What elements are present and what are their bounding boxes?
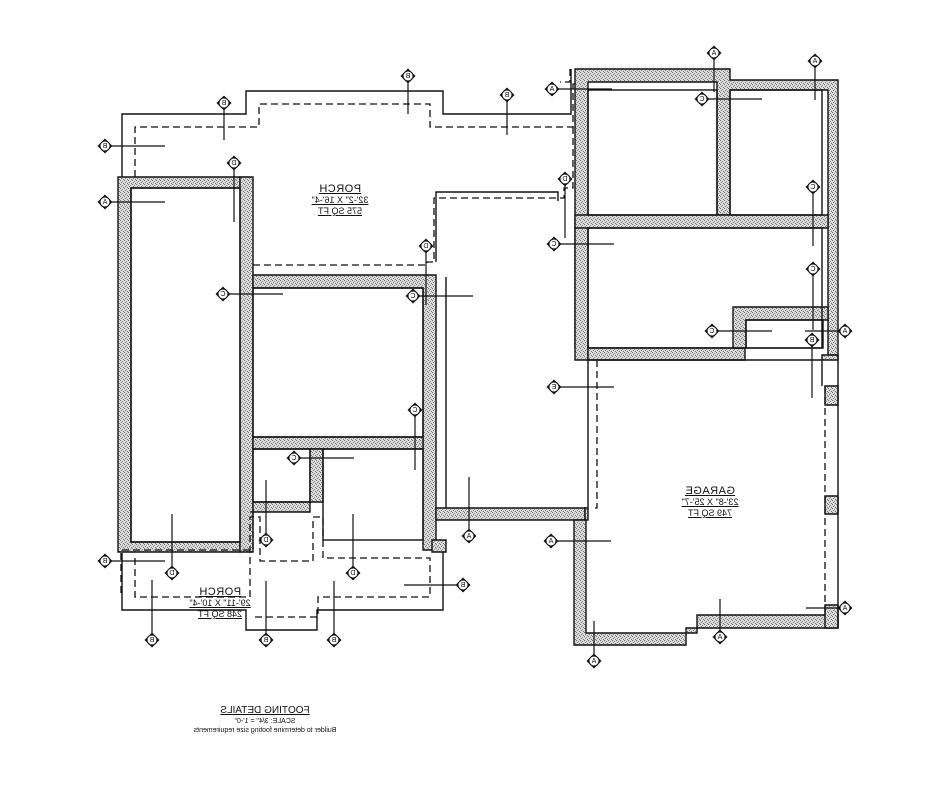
footing-tag-b: B <box>216 95 232 140</box>
tag-letter: D <box>350 570 355 577</box>
footing-tag-c: C <box>704 323 772 339</box>
notes-scale: SCALE: 3/4" = 1'-0" <box>234 718 296 725</box>
tag-letter: A <box>548 538 553 545</box>
tag-letter: B <box>102 558 107 565</box>
footing-tag-d: D <box>164 514 180 581</box>
footing-tag-d: D <box>258 480 274 548</box>
footing-tag-c: C <box>215 286 283 302</box>
footing-tag-a: A <box>544 81 612 97</box>
footing-tag-d: D <box>345 514 361 581</box>
tag-letter: C <box>291 455 296 462</box>
tag-letter: B <box>149 637 154 644</box>
footing-tag-a: A <box>806 600 853 616</box>
left-wing-walls <box>117 176 254 553</box>
tag-letter: A <box>842 328 847 335</box>
footing-tag-c: C <box>407 402 423 470</box>
room-dimensions: 32'-2" X 16'-4" <box>311 195 369 205</box>
footing-tag-b: B <box>258 581 274 648</box>
footing-tag-d: D <box>226 155 242 222</box>
footing-tag-b: B <box>97 553 165 569</box>
tag-letter: B <box>460 582 465 589</box>
footing-tag-c: C <box>405 288 473 304</box>
room-dimensions: 23'-8" X 25'-7" <box>681 497 739 507</box>
room-area: 575 SQ FT <box>318 206 363 216</box>
footing-tag-c: C <box>805 179 821 246</box>
notes-remark: Builder to determine footing size requir… <box>193 727 337 734</box>
footing-tag-c: C <box>286 450 354 466</box>
tag-letter: B <box>504 92 509 99</box>
tag-letter: A <box>842 605 847 612</box>
tag-letter: B <box>102 143 107 150</box>
room-area: 749 SQ FT <box>688 508 733 518</box>
tag-letter: A <box>466 533 471 540</box>
footing-details-note: FOOTING DETAILS SCALE: 3/4" = 1'-0" Buil… <box>150 705 380 735</box>
tag-letter: C <box>410 293 415 300</box>
tag-letter: D <box>169 570 174 577</box>
footing-tag-b: B <box>97 138 165 154</box>
footing-tag-b: B <box>804 332 820 398</box>
tag-letter: B <box>331 637 336 644</box>
footing-tag-a: A <box>543 533 611 549</box>
footing-tag-b: B <box>404 577 471 593</box>
tag-letter: D <box>423 243 428 250</box>
tag-letter: D <box>562 176 567 183</box>
room-name: GARAGE <box>684 485 736 497</box>
tag-letter: B <box>221 100 226 107</box>
room-label-porch-bottom: PORCH 29'-11" X 10'-4" 248 SQ FT <box>160 586 280 620</box>
footing-tag-a: A <box>805 323 853 339</box>
tag-letter: C <box>220 291 225 298</box>
tag-letter: E <box>551 384 556 391</box>
footing-tag-b: B <box>499 87 515 135</box>
tag-letter: B <box>263 637 268 644</box>
tag-letter: A <box>591 658 596 665</box>
room-name: PORCH <box>318 183 362 195</box>
footing-tag-c: C <box>546 236 614 252</box>
tag-letter: C <box>412 407 417 414</box>
footing-tag-a: A <box>586 621 602 669</box>
footing-tag-a: A <box>807 53 823 100</box>
tag-letter: C <box>810 266 815 273</box>
tag-letter: A <box>549 86 554 93</box>
tag-letter: D <box>231 160 236 167</box>
tag-letter: C <box>810 184 815 191</box>
porch-top-outline <box>121 69 583 266</box>
porch-bottom-outline <box>120 511 444 631</box>
footing-tag-c: C <box>694 91 762 107</box>
room-label-porch-top: PORCH 32'-2" X 16'-4" 575 SQ FT <box>280 183 400 217</box>
tag-letter: A <box>717 634 722 641</box>
footing-tag-a: A <box>712 599 728 645</box>
footing-tag-d: D <box>557 171 573 238</box>
footing-tag-b: B <box>144 580 160 648</box>
footing-tag-a: A <box>97 194 165 210</box>
tag-letter: B <box>405 73 410 80</box>
footing-tag-e: E <box>546 379 614 395</box>
footing-tag-a: A <box>706 45 722 92</box>
tag-letter: C <box>551 241 556 248</box>
footing-tag-a: A <box>461 477 477 544</box>
tag-letter: C <box>709 328 714 335</box>
tag-letter: A <box>812 58 817 65</box>
footing-tag-b: B <box>400 68 416 114</box>
tag-letter: B <box>809 337 814 344</box>
footing-tag-c: C <box>805 261 821 330</box>
room-area: 248 SQ FT <box>198 609 243 619</box>
notes-title: FOOTING DETAILS <box>220 705 310 716</box>
tag-letter: D <box>263 537 268 544</box>
tag-letter: A <box>102 199 107 206</box>
room-dimensions: 29'-11" X 10'-4" <box>189 598 251 608</box>
tag-letter: A <box>711 50 716 57</box>
room-label-garage: GARAGE 23'-8" X 25'-7" 749 SQ FT <box>645 485 775 519</box>
footing-tag-b: B <box>326 581 342 648</box>
footing-tags: B B B B A D A A C A D D C C C C C C A B E C C A A D B D D B B B B A A A <box>97 45 853 669</box>
right-block-walls <box>560 68 839 646</box>
room-name: PORCH <box>198 586 242 598</box>
tag-letter: C <box>699 96 704 103</box>
